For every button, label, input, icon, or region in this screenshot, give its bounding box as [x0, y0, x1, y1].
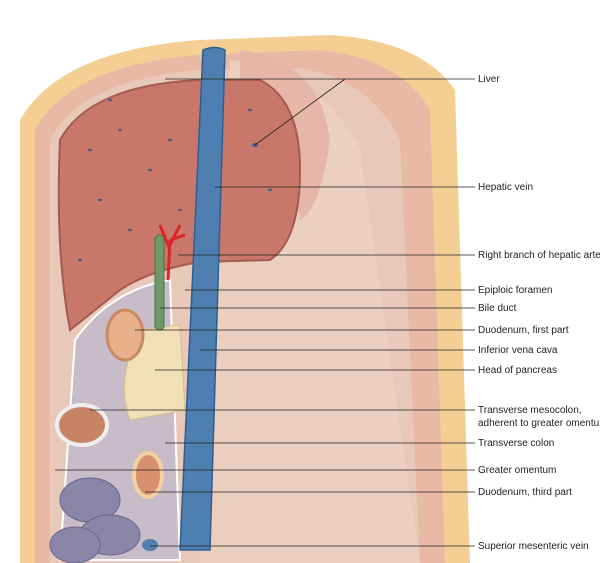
hepatic-artery: [158, 224, 186, 281]
label-head-of-pancreas: Head of pancreas: [478, 365, 557, 376]
duodenum-third: [132, 451, 164, 499]
duodenum-first: [105, 308, 145, 362]
label-greater-omentum: Greater omentum: [478, 465, 557, 476]
smv: [142, 539, 158, 551]
label-duodenum-third-part: Duodenum, third part: [478, 487, 572, 498]
bile-duct: [154, 234, 165, 331]
label-superior-mesenteric-vein: Superior mesenteric vein: [478, 541, 589, 552]
small-intestine: [49, 477, 141, 563]
label-duodenum-first-part: Duodenum, first part: [478, 325, 569, 336]
inferior-vena-cava: [179, 46, 226, 551]
label-right-branch-hepatic-artery: Right branch of hepatic artery: [478, 250, 600, 261]
label-transverse-colon: Transverse colon: [478, 438, 555, 449]
leader-lines: [55, 78, 475, 547]
label-epiploic-foramen: Epiploic foramen: [478, 285, 553, 296]
label-inferior-vena-cava: Inferior vena cava: [478, 345, 558, 356]
liver: [57, 79, 302, 332]
label-transverse-mesocolon: Transverse mesocolon,: [478, 405, 582, 416]
transverse-colon: [55, 403, 109, 447]
label-transverse-mesocolon-line2: adherent to greater omentum: [478, 418, 600, 429]
label-hepatic-vein: Hepatic vein: [478, 182, 534, 193]
label-bile-duct: Bile duct: [478, 303, 517, 314]
label-liver: Liver: [478, 74, 500, 85]
